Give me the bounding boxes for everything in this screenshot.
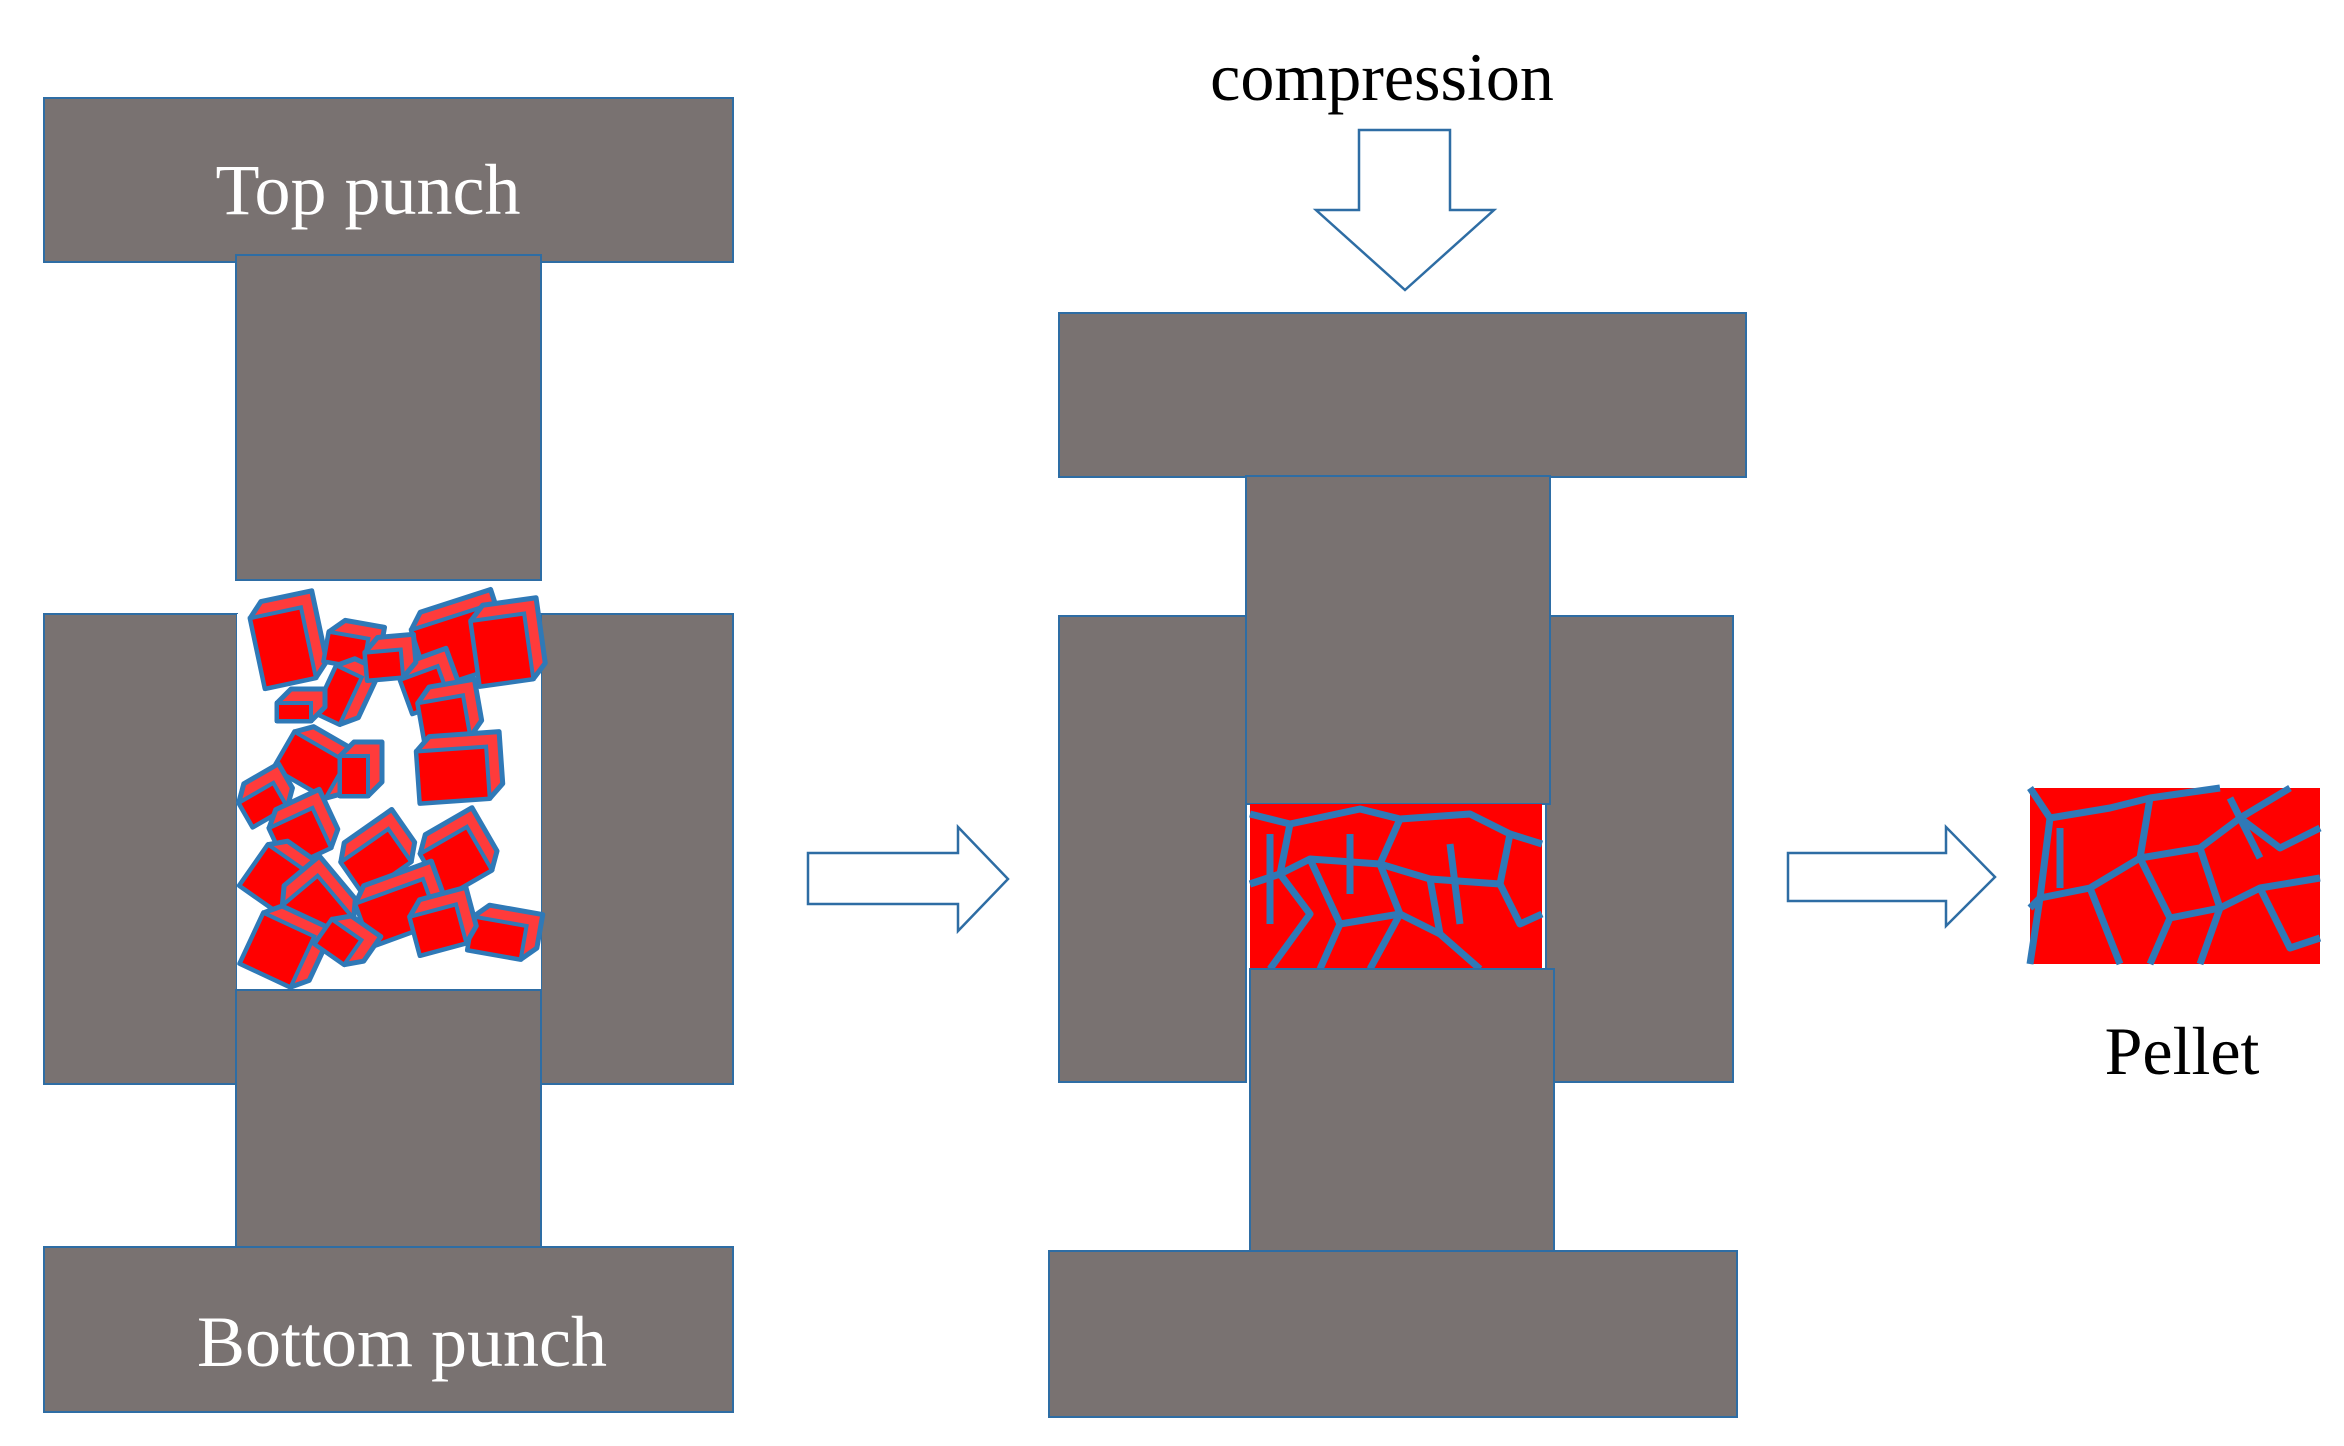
- pellet-edge-2: [2149, 784, 2221, 802]
- die-wall-right-compressed: [1545, 615, 1734, 1083]
- process-arrow-1: [806, 823, 1010, 935]
- crystal-10: [337, 739, 385, 799]
- compressed-edge-3: [1508, 830, 1544, 848]
- bottom-punch-joint: [237, 1248, 540, 1274]
- compressed-powder: [1248, 804, 1544, 972]
- process-arrow-2: [1786, 823, 1997, 930]
- pellet-body: [2030, 788, 2320, 964]
- crystal-14: [337, 806, 418, 898]
- bottom-punch-label: Bottom punch: [197, 1302, 607, 1382]
- pellet-edge-8: [2196, 906, 2224, 966]
- stage-compression: compression: [1048, 39, 1747, 1418]
- compressed-edge-4: [1248, 870, 1314, 972]
- crystal-21: [464, 902, 546, 962]
- bottom-punch-stem-compressed: [1249, 968, 1555, 1252]
- compression-label: compression: [1210, 39, 1554, 115]
- crystal-20: [311, 913, 384, 968]
- top-punch-stem-compressed: [1245, 475, 1551, 805]
- compression-force-arrow: [1312, 128, 1498, 292]
- pellet-edge-11: [2259, 874, 2321, 892]
- crystal-0: [247, 588, 330, 692]
- top-punch-stem: [235, 254, 542, 581]
- die-wall-right: [540, 613, 734, 1085]
- pellet-edge-13: [2226, 796, 2264, 860]
- top-punch-plate: [43, 97, 734, 263]
- compressed-edge-12: [1446, 843, 1464, 925]
- compressed-crystal-edges: [1248, 805, 1544, 972]
- die-wall-left-compressed: [1058, 615, 1247, 1083]
- stage-pellet: Pellet: [2026, 784, 2322, 1089]
- compressed-edge-9: [1339, 910, 1442, 938]
- die-wall-left: [43, 613, 238, 1085]
- top-punch-plate-compressed: [1058, 312, 1747, 478]
- pellet-label: Pellet: [2105, 1013, 2260, 1089]
- pellet-edge-0: [2027, 786, 2054, 911]
- crystal-3: [468, 595, 548, 689]
- bottom-punch-plate-compressed: [1048, 1250, 1738, 1418]
- compressed-edge-2: [1378, 810, 1514, 888]
- crystal-11: [413, 729, 506, 806]
- crystal-6: [362, 631, 419, 684]
- pellet-edge-6: [2086, 886, 2124, 966]
- pellet-edge-1: [2039, 794, 2154, 902]
- crystal-19: [237, 903, 336, 990]
- stage-loose-powder: Top punch Bottom punch: [43, 97, 734, 1413]
- pellet-edge-10: [2169, 904, 2221, 922]
- pellet-edge-9: [2026, 897, 2044, 965]
- compressed-edge-8: [1496, 882, 1544, 928]
- compressed-edge-1: [1278, 805, 1404, 878]
- crystal-7: [274, 686, 328, 724]
- pellet-edge-5: [2237, 815, 2322, 852]
- pellet-crystal-edges: [2026, 784, 2322, 966]
- loose-crystal-powder: [235, 586, 548, 990]
- bottom-punch-stem: [235, 989, 542, 1276]
- pellet-edge-3: [2139, 784, 2292, 862]
- crystal-22: [407, 884, 479, 959]
- bottom-punch-plate: [43, 1246, 734, 1413]
- top-punch-label: Top punch: [216, 150, 521, 230]
